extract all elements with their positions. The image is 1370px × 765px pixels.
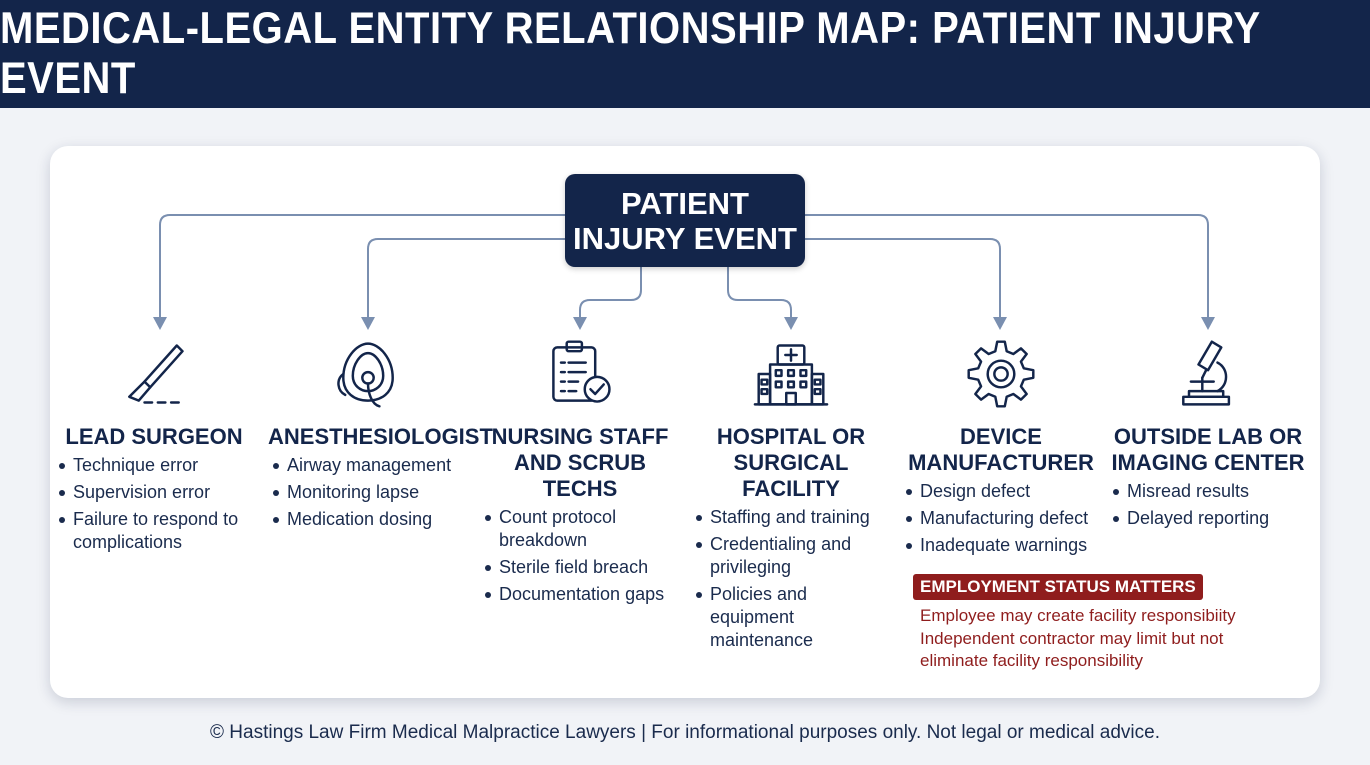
list-item: Count protocol breakdown xyxy=(485,506,675,552)
entity-anesthesiologist: ANESTHESIOLOGIST Airway management Monit… xyxy=(268,336,493,535)
employment-note-line1: Employee may create facility responsibii… xyxy=(920,606,1236,625)
entity-item-list: Airway management Monitoring lapse Medic… xyxy=(273,454,463,535)
employment-note-line3: eliminate facility responsibility xyxy=(920,651,1143,670)
employment-note-line2: Independent contractor may limit but not xyxy=(920,629,1224,648)
employment-status-badge: EMPLOYMENT STATUS MATTERS xyxy=(913,574,1203,600)
list-item: Credentialing and privileging xyxy=(696,533,886,579)
entity-item-list: Design defect Manufacturing defect Inade… xyxy=(906,480,1096,561)
entity-title-line2: AND SCRUB TECHS xyxy=(514,450,646,501)
list-item: Failure to respond to complications xyxy=(59,508,249,554)
gear-icon xyxy=(967,340,1035,408)
entity-hospital-facility: HOSPITAL OR SURGICAL FACILITY Staffing a… xyxy=(691,336,891,656)
list-item: Technique error xyxy=(59,454,249,477)
hospital-building-icon xyxy=(753,344,829,406)
scalpel-icon xyxy=(128,344,184,404)
page-title: MEDICAL-LEGAL ENTITY RELATIONSHIP MAP: P… xyxy=(0,3,1260,104)
entity-title: LEAD SURGEON xyxy=(65,424,243,449)
list-item: Policies and equipment maintenance xyxy=(696,583,886,652)
center-node-line2: INJURY EVENT xyxy=(573,220,797,256)
oxygen-mask-icon xyxy=(337,342,394,408)
list-item: Staffing and training xyxy=(696,506,886,529)
entity-title-line1: HOSPITAL OR xyxy=(716,424,866,449)
list-item: Supervision error xyxy=(59,481,249,504)
entity-title-line2: SURGICAL FACILITY xyxy=(733,450,849,501)
entity-lead-surgeon: LEAD SURGEON Technique error Supervision… xyxy=(54,336,254,558)
entity-item-list: Technique error Supervision error Failur… xyxy=(59,454,249,558)
entity-title: ANESTHESIOLOGIST xyxy=(268,424,493,449)
entity-title-line2: MANUFACTURER xyxy=(908,450,1094,475)
footer-disclaimer: © Hastings Law Firm Medical Malpractice … xyxy=(210,722,1160,743)
entity-title-line2: IMAGING CENTER xyxy=(1111,450,1305,475)
list-item: Misread results xyxy=(1113,480,1303,503)
entity-item-list: Misread results Delayed reporting xyxy=(1113,480,1303,534)
clipboard-checklist-icon xyxy=(552,340,611,403)
list-item: Inadequate warnings xyxy=(906,534,1096,557)
list-item: Manufacturing defect xyxy=(906,507,1096,530)
list-item: Sterile field breach xyxy=(485,556,675,579)
entity-title-line1: OUTSIDE LAB OR xyxy=(1113,424,1303,449)
list-item: Design defect xyxy=(906,480,1096,503)
list-item: Medication dosing xyxy=(273,508,463,531)
patient-injury-event-node: PATIENT INJURY EVENT xyxy=(565,174,805,267)
list-item: Monitoring lapse xyxy=(273,481,463,504)
list-item: Documentation gaps xyxy=(485,583,675,606)
entity-device-manufacturer: DEVICE MANUFACTURER Design defect Manufa… xyxy=(901,336,1101,561)
entity-title-line1: DEVICE xyxy=(960,424,1042,449)
entity-item-list: Count protocol breakdown Sterile field b… xyxy=(485,506,675,610)
list-item: Delayed reporting xyxy=(1113,507,1303,530)
header-banner: MEDICAL-LEGAL ENTITY RELATIONSHIP MAP: P… xyxy=(0,0,1370,108)
entity-outside-lab: OUTSIDE LAB OR IMAGING CENTER Misread re… xyxy=(1108,336,1308,534)
center-node-line1: PATIENT xyxy=(620,185,749,221)
entity-title-line1: NURSING STAFF xyxy=(491,424,669,449)
entity-nursing-staff: NURSING STAFF AND SCRUB TECHS Count prot… xyxy=(480,336,680,610)
microscope-icon xyxy=(1182,340,1231,406)
entity-item-list: Staffing and training Credentialing and … xyxy=(696,506,886,656)
list-item: Airway management xyxy=(273,454,463,477)
